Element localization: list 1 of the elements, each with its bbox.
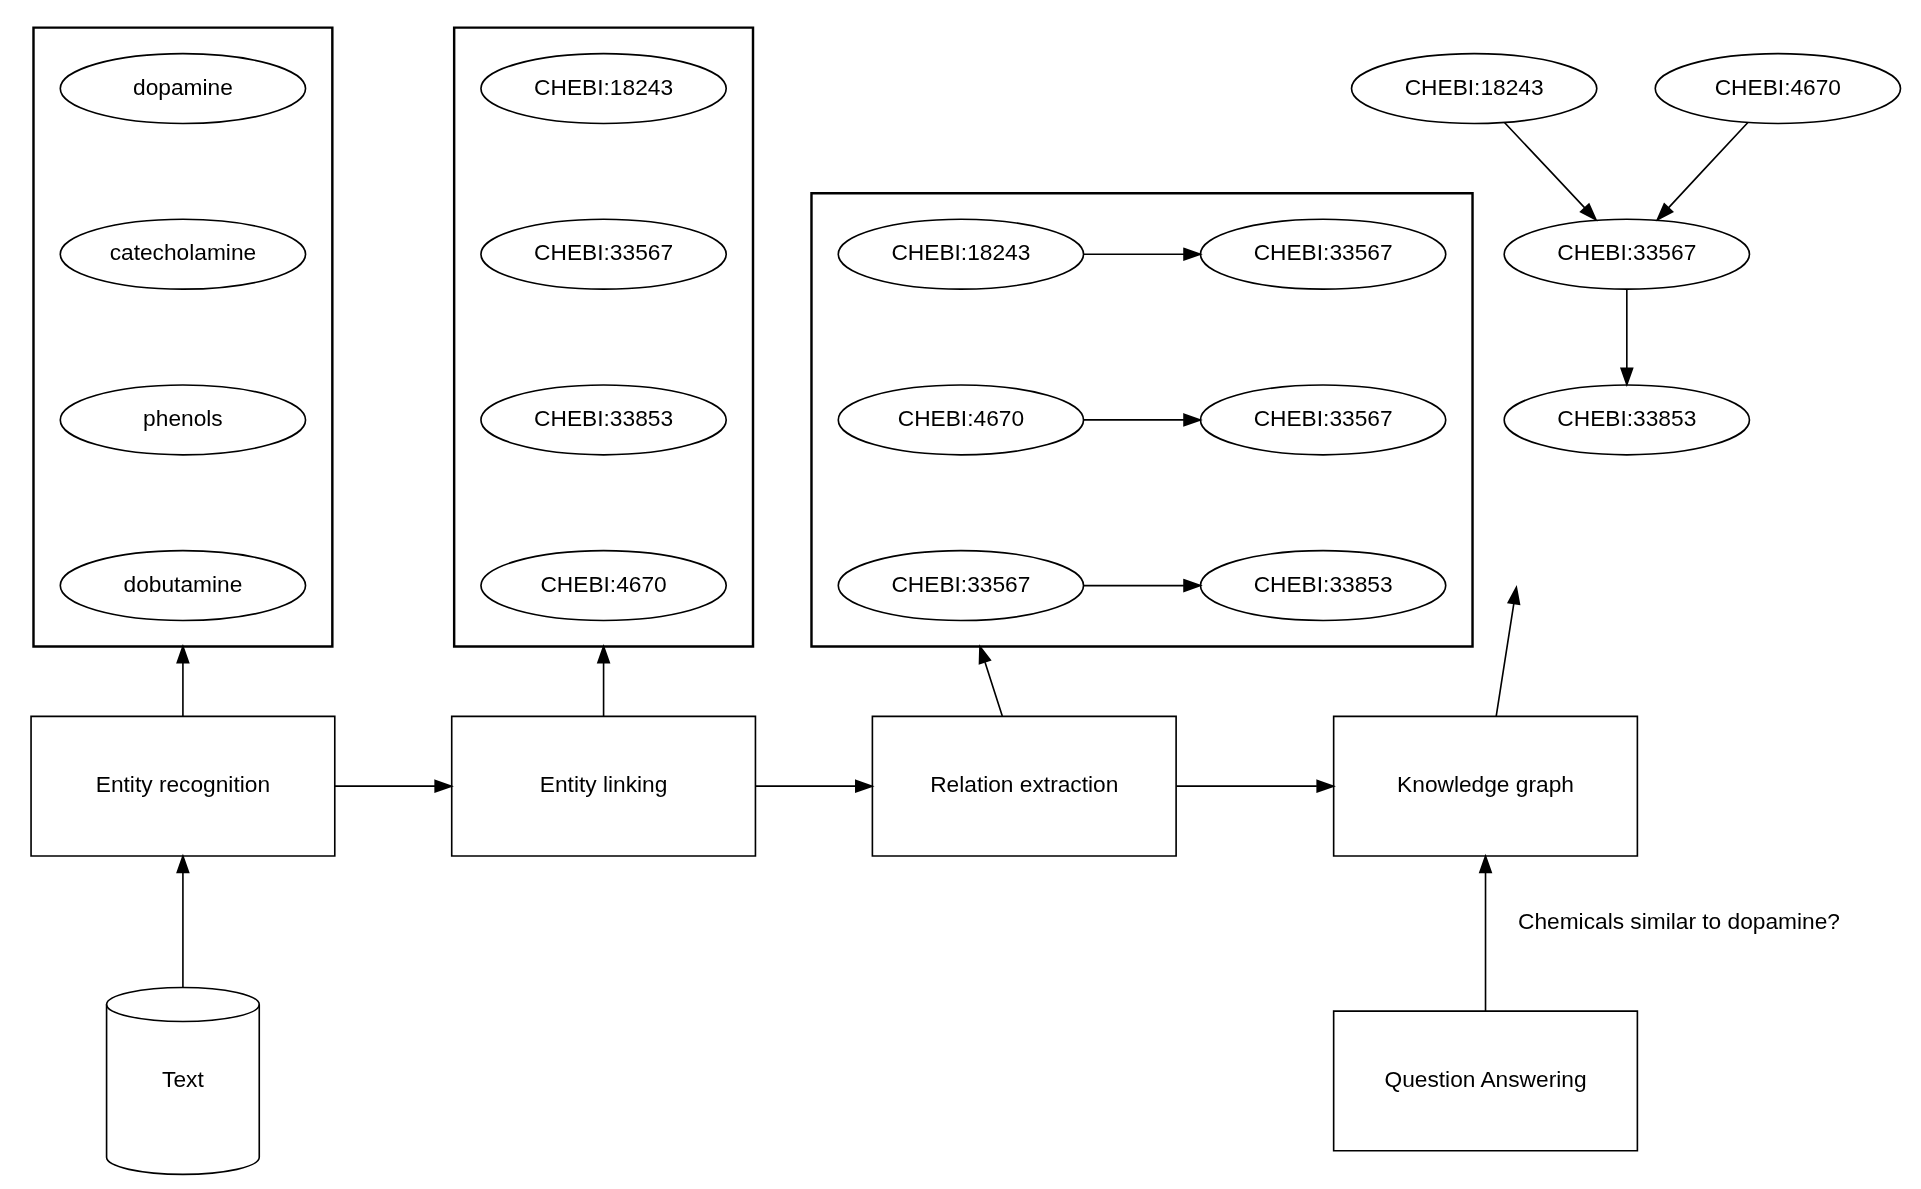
- edge-label: Chemicals similar to dopamine?: [1518, 907, 1840, 934]
